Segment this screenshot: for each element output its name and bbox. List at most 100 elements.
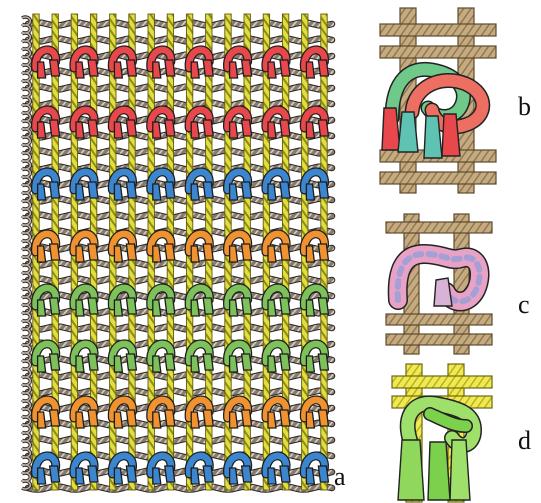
knot-tail xyxy=(114,246,122,262)
knot-tail xyxy=(268,122,276,138)
knot-tail xyxy=(38,62,46,78)
knot-tail xyxy=(306,62,314,78)
knot-tail xyxy=(203,244,213,260)
knot-tail xyxy=(38,356,46,372)
panel-d-wrapped-knot xyxy=(388,364,498,502)
knot-tail xyxy=(88,244,98,260)
knot-tail xyxy=(191,184,199,200)
knot-tail xyxy=(114,356,122,372)
knot-tail xyxy=(165,60,175,76)
knot-tail xyxy=(280,60,290,76)
knot-tail xyxy=(306,356,314,372)
knot-tail xyxy=(126,354,136,370)
knot-tail xyxy=(203,466,213,482)
knot-tail xyxy=(280,298,290,314)
knot-tail xyxy=(306,468,314,484)
knot-tail xyxy=(280,410,290,426)
knot-tail xyxy=(242,120,252,136)
knot-tail xyxy=(114,412,122,428)
knot-tail xyxy=(114,300,122,316)
panel-label-c: c xyxy=(518,292,530,318)
knot-tail xyxy=(191,62,199,78)
knot-tail xyxy=(50,120,60,136)
knot-tail xyxy=(50,60,60,76)
knot-tail xyxy=(153,62,161,78)
knot-tail xyxy=(153,184,161,200)
knot-tail xyxy=(38,122,46,138)
knot-tail xyxy=(126,298,136,314)
knot-tail xyxy=(165,182,175,198)
knot-tail xyxy=(230,468,238,484)
knot-tail xyxy=(318,410,328,426)
panel-label-a: a xyxy=(334,464,346,490)
knot-tail xyxy=(306,300,314,316)
knot-tail xyxy=(242,354,252,370)
knot-tail xyxy=(38,300,46,316)
knot-tail xyxy=(280,466,290,482)
knot-tail xyxy=(165,298,175,314)
knot-tail xyxy=(76,300,84,316)
knot-tail xyxy=(280,182,290,198)
knot-tail xyxy=(50,466,60,482)
knot-tail xyxy=(76,122,84,138)
knot-tail xyxy=(76,62,84,78)
knot-tail xyxy=(126,410,136,426)
knot-tail xyxy=(191,246,199,262)
knot-tail xyxy=(126,60,136,76)
knot-tail xyxy=(114,184,122,200)
knot-tail xyxy=(76,412,84,428)
knot-tail xyxy=(50,354,60,370)
knot-tail xyxy=(153,246,161,262)
knot-tail xyxy=(280,120,290,136)
knot-tail xyxy=(88,354,98,370)
knot-tail xyxy=(153,122,161,138)
knot-tail xyxy=(76,246,84,262)
knot-tail xyxy=(165,244,175,260)
knot-tail xyxy=(88,120,98,136)
knot-tail xyxy=(153,300,161,316)
knot-tail xyxy=(318,60,328,76)
knot-tail xyxy=(153,356,161,372)
knot-tail xyxy=(76,184,84,200)
knot-tail xyxy=(230,356,238,372)
knot-tail xyxy=(38,412,46,428)
panel-c-twisted-knot xyxy=(386,214,494,354)
knot-tail xyxy=(38,184,46,200)
knot-tail xyxy=(318,120,328,136)
knot-tail xyxy=(242,244,252,260)
knot-tail xyxy=(126,182,136,198)
knot-tail xyxy=(191,468,199,484)
knot-tail xyxy=(50,244,60,260)
knot-tail xyxy=(230,122,238,138)
knot-tail xyxy=(230,62,238,78)
panel-a-rug-weave xyxy=(22,14,332,490)
knot-tail xyxy=(242,60,252,76)
knot-tail xyxy=(88,298,98,314)
knot-tail xyxy=(268,62,276,78)
knot-tail xyxy=(76,356,84,372)
knot-tail xyxy=(242,182,252,198)
knot-tail xyxy=(191,300,199,316)
knot-tail xyxy=(203,410,213,426)
knot-tail xyxy=(126,466,136,482)
knot-tail xyxy=(191,122,199,138)
knot-tail xyxy=(165,120,175,136)
knot-tail xyxy=(191,356,199,372)
knot-tail xyxy=(280,354,290,370)
knot-tail xyxy=(318,298,328,314)
knot-tail xyxy=(280,244,290,260)
knot-tail xyxy=(268,184,276,200)
knot-tail xyxy=(165,410,175,426)
knot-tail xyxy=(165,466,175,482)
panel-b-double-knot xyxy=(378,8,496,193)
knot-tail xyxy=(126,244,136,260)
knot-tail xyxy=(50,298,60,314)
knot-tail xyxy=(318,354,328,370)
knot-tail xyxy=(203,354,213,370)
knot-tail xyxy=(50,182,60,198)
knot-tail xyxy=(88,182,98,198)
knot-tail xyxy=(76,468,84,484)
knot-tail xyxy=(88,466,98,482)
knot-tail xyxy=(114,122,122,138)
